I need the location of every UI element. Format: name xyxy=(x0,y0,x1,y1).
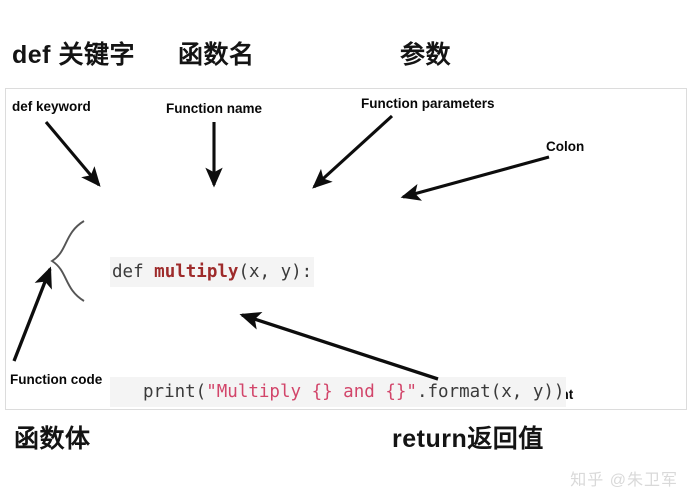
top-annotation-row: def 关键字 函数名 参数 xyxy=(0,34,692,82)
code-block: def multiply(x, y): print("Multiply {} a… xyxy=(110,197,567,409)
bottom-annotation-row: 函数体 return返回值 xyxy=(0,420,692,466)
arrow-function-parameters xyxy=(312,114,394,189)
callout-function-name: Function name xyxy=(166,101,263,116)
code-token-def-keyword: def xyxy=(112,262,155,282)
code-line-print: print("Multiply {} and {}".format(x, y)) xyxy=(110,377,567,407)
arrow-function-code xyxy=(12,266,52,362)
code-token-function-name: multiply xyxy=(154,262,239,282)
code-token-string-literal: "Multiply {} and {}" xyxy=(206,382,417,402)
annotation-def-keyword-cn: def 关键字 xyxy=(12,41,135,69)
watermark: 知乎 @朱卫军 xyxy=(570,472,678,489)
diagram-panel: def keyword Function name Function param… xyxy=(5,88,687,410)
arrow-colon xyxy=(400,155,550,201)
callout-function-parameters: Function parameters xyxy=(361,96,495,111)
annotation-function-body-cn: 函数体 xyxy=(14,425,91,453)
code-token-params-colon: (x, y): xyxy=(238,262,313,282)
callout-colon: Colon xyxy=(546,139,585,154)
code-token-print-call: print( xyxy=(143,382,207,402)
code-line-def: def multiply(x, y): xyxy=(110,257,566,287)
annotation-function-name-cn: 函数名 xyxy=(178,41,255,69)
annotation-return-value-cn: return返回值 xyxy=(392,425,544,453)
callout-function-code: Function code xyxy=(10,372,103,387)
annotation-parameters-cn: 参数 xyxy=(400,41,452,69)
callout-def-keyword: def keyword xyxy=(12,99,91,114)
arrow-def-keyword xyxy=(44,121,101,187)
code-token-format-call: .format(x, y)) xyxy=(416,382,565,402)
function-body-brace xyxy=(50,220,85,302)
